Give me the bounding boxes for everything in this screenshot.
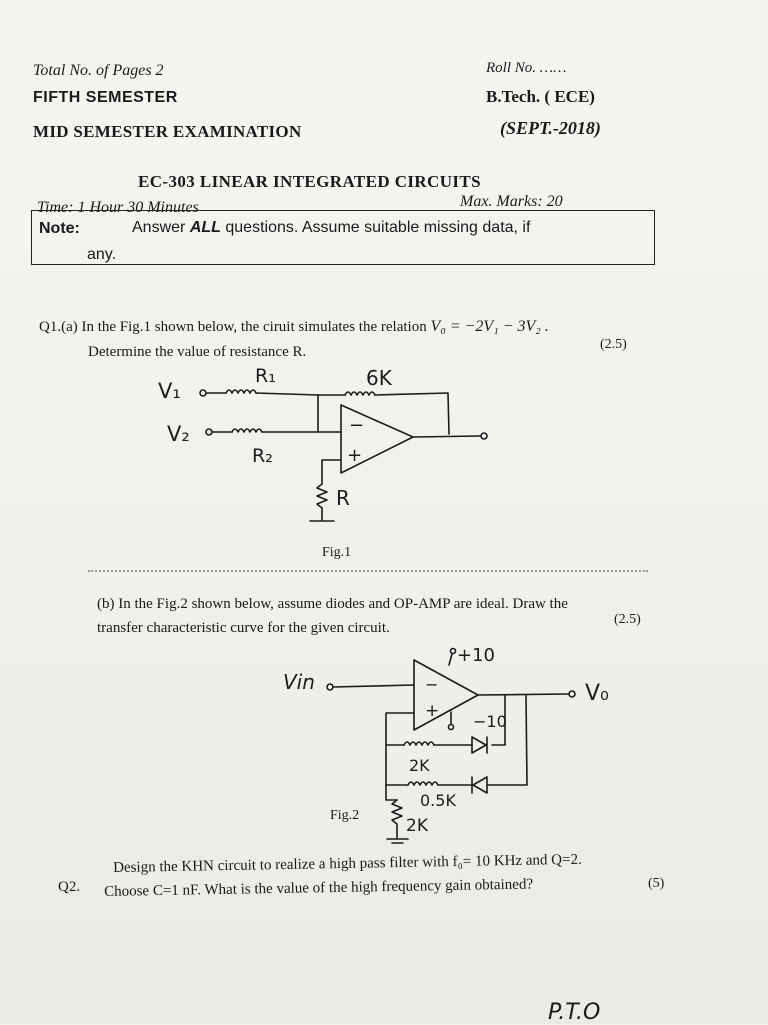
fig1-caption: Fig.1: [322, 545, 352, 560]
vpos-terminal: [449, 647, 457, 655]
r-upper-label: 2K: [409, 756, 430, 775]
r-ground-label: 2K: [406, 816, 429, 836]
session-label: (SEPT.-2018): [500, 118, 601, 138]
fig2-caption: Fig.2: [330, 808, 360, 823]
vneg-label: −10: [473, 712, 507, 731]
note-box: Note: Answer ALL questions. Assume suita…: [31, 210, 655, 265]
q2-marks: (5): [648, 876, 665, 891]
ground2-symbol: [386, 838, 409, 844]
exam-time: Time: 1 Hour 30 Minutes: [37, 199, 199, 216]
v2-label: V₂: [167, 422, 190, 446]
opamp-minus: −: [425, 675, 438, 694]
total-pages: Total No. of Pages 2: [33, 62, 164, 79]
vin-wire: [332, 684, 415, 688]
feedback-wire-right: [374, 392, 450, 435]
exam-title: MID SEMESTER EXAMINATION: [33, 122, 302, 141]
q1b-line1: (b) In the Fig.2 shown below, assume dio…: [97, 596, 568, 612]
output-terminal: [480, 432, 488, 440]
r-lower-label: 0.5K: [420, 791, 456, 810]
vin-terminal: [326, 683, 334, 691]
course-title: EC-303 LINEAR INTEGRATED CIRCUITS: [138, 172, 482, 191]
r2-resistor: [231, 428, 263, 433]
q1a-marks: (2.5): [600, 337, 627, 352]
r2-label: R₂: [252, 445, 273, 467]
max-marks: Max. Marks: 20: [460, 193, 563, 210]
noninverting-sign: +: [347, 445, 362, 466]
note-label: Note:: [39, 220, 80, 237]
rf-label: 6K: [366, 366, 393, 390]
q1b-line2: transfer characteristic curve for the gi…: [97, 620, 390, 636]
r-resistor: [316, 483, 328, 509]
r-lower-resistor: [407, 781, 439, 786]
lower-diode: [471, 776, 488, 794]
vin-label: Vin: [283, 670, 315, 694]
q1a-text: Q1.(a) In the Fig.1 shown below, the cir…: [39, 318, 549, 335]
noninv2-wire: [385, 712, 415, 801]
q2-number: Q2.: [58, 879, 81, 895]
noninv-wire: [321, 459, 342, 485]
inverting-sign: −: [349, 415, 364, 436]
r-ground-resistor: [391, 799, 403, 825]
r1-label: R₁: [255, 365, 276, 387]
note-text: Answer ALL questions. Assume suitable mi…: [132, 219, 531, 236]
q1b-marks: (2.5): [614, 612, 641, 627]
v1-label: V₁: [158, 379, 181, 403]
opamp2-triangle: [413, 659, 479, 731]
r-label: R: [336, 486, 350, 510]
r-upper-resistor: [403, 741, 435, 746]
roll-number: Roll No. ……: [486, 60, 567, 76]
opamp-triangle: [340, 404, 414, 474]
rf-resistor: [344, 391, 376, 396]
semester-label: FIFTH SEMESTER: [33, 89, 178, 106]
vo-label: V₀: [585, 681, 609, 706]
vpos-label: +10: [457, 645, 495, 666]
r1-resistor: [225, 389, 257, 394]
vneg-terminal: [447, 723, 455, 731]
output-wire: [412, 435, 481, 438]
q1a-line2: Determine the value of resistance R.: [88, 344, 307, 360]
output-feedback-rail: [486, 694, 528, 786]
upper-branch-rail: [491, 694, 506, 746]
opamp-plus: +: [425, 701, 439, 721]
r1-wire: [255, 392, 319, 396]
vo-wire: [477, 693, 569, 696]
vpos-lead: [448, 653, 453, 666]
vo-terminal: [568, 690, 576, 698]
program-label: B.Tech. ( ECE): [486, 87, 595, 106]
upper-diode: [471, 736, 488, 754]
pto-note: P.T.O: [548, 1000, 601, 1025]
section-divider: [88, 570, 648, 572]
note-continuation: any.: [87, 246, 117, 263]
